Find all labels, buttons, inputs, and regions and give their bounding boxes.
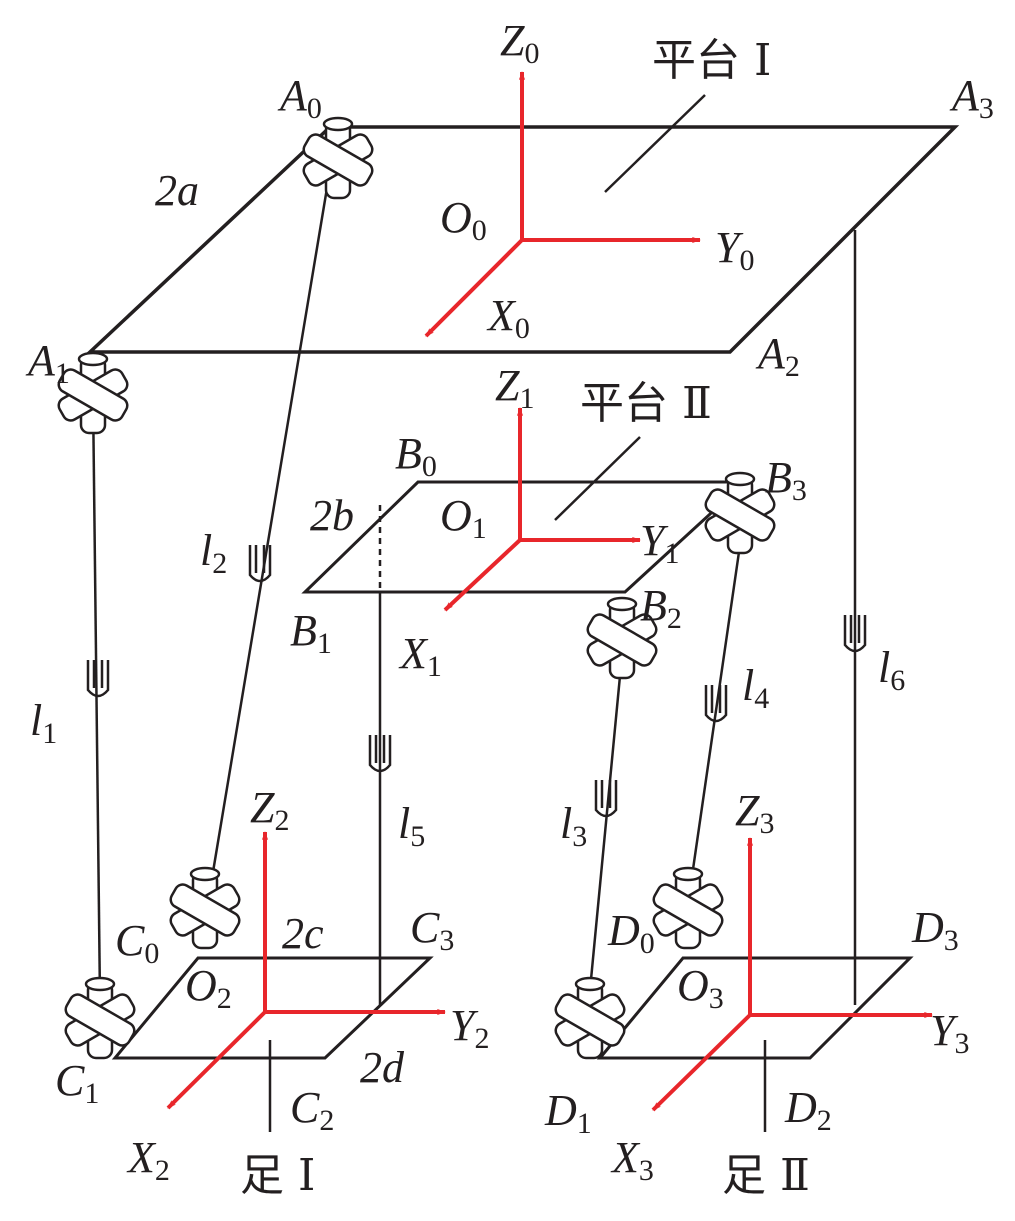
label-l4: l4 <box>742 661 769 715</box>
label-twoC: 2c <box>282 909 324 958</box>
label-X2: X2 <box>126 1133 170 1187</box>
label-A2: A2 <box>755 329 800 383</box>
label-Z2: Z2 <box>250 783 289 837</box>
x3-axis-arrow <box>651 1013 752 1112</box>
platform-2-plane <box>301 480 749 594</box>
label-Z0: Z0 <box>500 16 539 70</box>
label-C3: C3 <box>410 903 454 957</box>
label-O2: O2 <box>185 961 232 1015</box>
platform-2-leader <box>554 436 641 521</box>
label-C1: C1 <box>55 1056 99 1110</box>
platform-1-leader <box>604 94 706 193</box>
spherical-joint-A1-icon <box>57 351 129 435</box>
label-B1: B1 <box>290 606 332 660</box>
label-l2: l2 <box>200 526 227 580</box>
x0-axis-arrow <box>424 238 524 338</box>
spherical-joint-A0-icon <box>302 116 374 200</box>
foot-2-plane <box>596 956 914 1060</box>
label-X0: X0 <box>486 291 530 345</box>
label-Z3: Z3 <box>735 786 774 840</box>
x2-axis-arrow <box>166 1010 267 1110</box>
label-D3: D3 <box>911 903 959 957</box>
x1-axis-arrow <box>443 538 522 612</box>
label-twoB: 2b <box>310 491 354 540</box>
foot-2-label: 足 Ⅱ <box>722 1150 810 1201</box>
spherical-joint-D0-icon <box>652 866 724 950</box>
foot-1-plane <box>111 956 434 1060</box>
spherical-joint-B2-icon <box>586 596 658 680</box>
prismatic-joint-l6-icon <box>843 615 867 653</box>
platform-1-plane <box>85 125 960 354</box>
label-l6: l6 <box>878 643 905 697</box>
label-C2: C2 <box>290 1083 334 1137</box>
label-C0: C0 <box>115 916 159 970</box>
leg-l3 <box>588 654 624 991</box>
prismatic-joint-l1-icon <box>86 660 110 698</box>
label-O3: O3 <box>677 961 724 1015</box>
spherical-joint-C0-icon <box>169 866 241 950</box>
prismatic-joint-l5-icon <box>368 735 392 773</box>
label-Y3: Y3 <box>930 1006 969 1060</box>
foot-1-label: 足 Ⅰ <box>240 1150 315 1201</box>
label-B3: B3 <box>765 453 807 507</box>
label-A3: A3 <box>949 71 994 125</box>
label-B0: B0 <box>395 429 437 483</box>
label-O0: O0 <box>440 193 487 247</box>
label-D0: D0 <box>607 906 655 960</box>
prismatic-joint-l4-icon <box>704 685 728 723</box>
label-X1: X1 <box>398 629 442 683</box>
prismatic-joint-l2-icon <box>248 545 272 583</box>
label-Y0: Y0 <box>715 223 754 277</box>
label-Y1: Y1 <box>640 516 679 570</box>
label-twoA: 2a <box>155 166 199 215</box>
label-A1: A1 <box>25 336 70 390</box>
spherical-joint-B3-icon <box>704 471 776 555</box>
spherical-joint-C1-icon <box>64 976 136 1060</box>
label-l5: l5 <box>398 799 425 853</box>
prismatic-joint-l3-icon <box>594 780 618 818</box>
label-twoD: 2d <box>360 1043 405 1092</box>
label-D2: D2 <box>784 1083 832 1137</box>
label-l3: l3 <box>560 799 587 853</box>
label-D1: D1 <box>544 1086 592 1140</box>
spherical-joint-D1-icon <box>554 976 626 1060</box>
platform-1-label: 平台 Ⅰ <box>652 35 771 86</box>
label-X3: X3 <box>610 1133 654 1187</box>
label-O1: O1 <box>440 491 487 545</box>
leg-l4 <box>688 544 742 891</box>
label-Y2: Y2 <box>450 1001 489 1055</box>
leg-l1 <box>91 394 102 1001</box>
label-A0: A0 <box>277 71 322 125</box>
label-B2: B2 <box>640 581 682 635</box>
leg-l2 <box>208 169 332 891</box>
label-Z1: Z1 <box>495 361 534 415</box>
label-l1: l1 <box>30 696 57 750</box>
platform-2-label: 平台 Ⅱ <box>580 378 712 429</box>
